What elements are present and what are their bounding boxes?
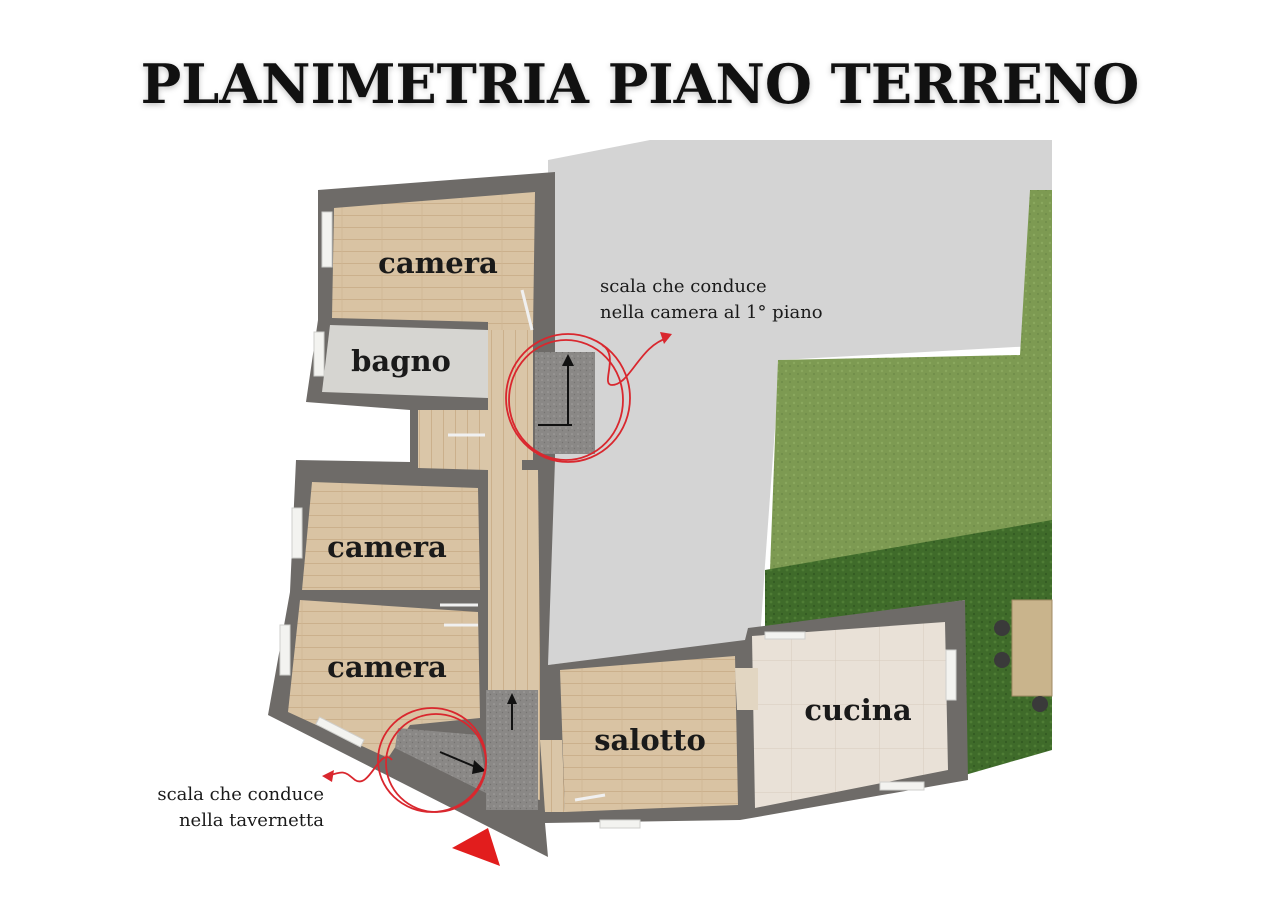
courtyard bbox=[548, 140, 1052, 665]
label-camera-mid: camera bbox=[327, 530, 447, 564]
stair-up-highlight bbox=[505, 333, 669, 463]
window bbox=[945, 649, 957, 701]
door bbox=[574, 793, 606, 802]
room-cucina bbox=[752, 622, 948, 808]
stair-up-note-arrowhead bbox=[660, 332, 672, 344]
garden-bed bbox=[765, 520, 1052, 775]
note-stair-down-line2: nella tavernetta bbox=[179, 810, 324, 831]
window bbox=[764, 631, 806, 640]
stair-up-arrowhead bbox=[562, 354, 574, 366]
room-entry bbox=[540, 740, 565, 812]
label-camera-top: camera bbox=[378, 246, 498, 280]
door bbox=[520, 289, 534, 331]
window bbox=[315, 716, 365, 748]
stair-down bbox=[395, 728, 490, 795]
label-cucina: cucina bbox=[804, 693, 912, 727]
window bbox=[879, 781, 925, 791]
stair-down-highlight bbox=[327, 707, 487, 813]
terrace-chair bbox=[1032, 696, 1048, 712]
page-title: PLANIMETRIA PIANO TERRENO bbox=[140, 52, 1140, 116]
stair-down-arrow bbox=[439, 751, 479, 769]
window bbox=[279, 624, 291, 676]
label-salotto: salotto bbox=[594, 723, 706, 757]
window bbox=[291, 507, 303, 559]
stair-down-upper-arrowhead bbox=[507, 693, 517, 704]
passage-salotto-cucina bbox=[735, 668, 758, 710]
terrace-table bbox=[1011, 599, 1053, 697]
terrace-chair bbox=[994, 652, 1010, 668]
terrace-chair bbox=[994, 620, 1010, 636]
label-bagno: bagno bbox=[351, 344, 451, 378]
label-camera-low: camera bbox=[327, 650, 447, 684]
room-bagno bbox=[322, 325, 488, 398]
window bbox=[313, 331, 325, 377]
window bbox=[599, 819, 641, 829]
note-stair-up-line2: nella camera al 1° piano bbox=[600, 302, 823, 323]
room-camera-mid bbox=[302, 482, 480, 590]
stair-down-note-arrowhead bbox=[322, 770, 334, 782]
lawn bbox=[770, 190, 1052, 570]
entrance-marker-icon bbox=[452, 828, 500, 866]
stair-down-arrowhead bbox=[472, 760, 486, 774]
window bbox=[321, 211, 333, 268]
room-camera-top bbox=[332, 192, 535, 330]
note-stair-up-line1: scala che conduce bbox=[600, 276, 767, 297]
room-camera-low bbox=[288, 600, 480, 758]
note-stair-down-line1: scala che conduce bbox=[157, 784, 324, 805]
room-salotto bbox=[560, 656, 738, 812]
stair-up bbox=[535, 352, 595, 454]
